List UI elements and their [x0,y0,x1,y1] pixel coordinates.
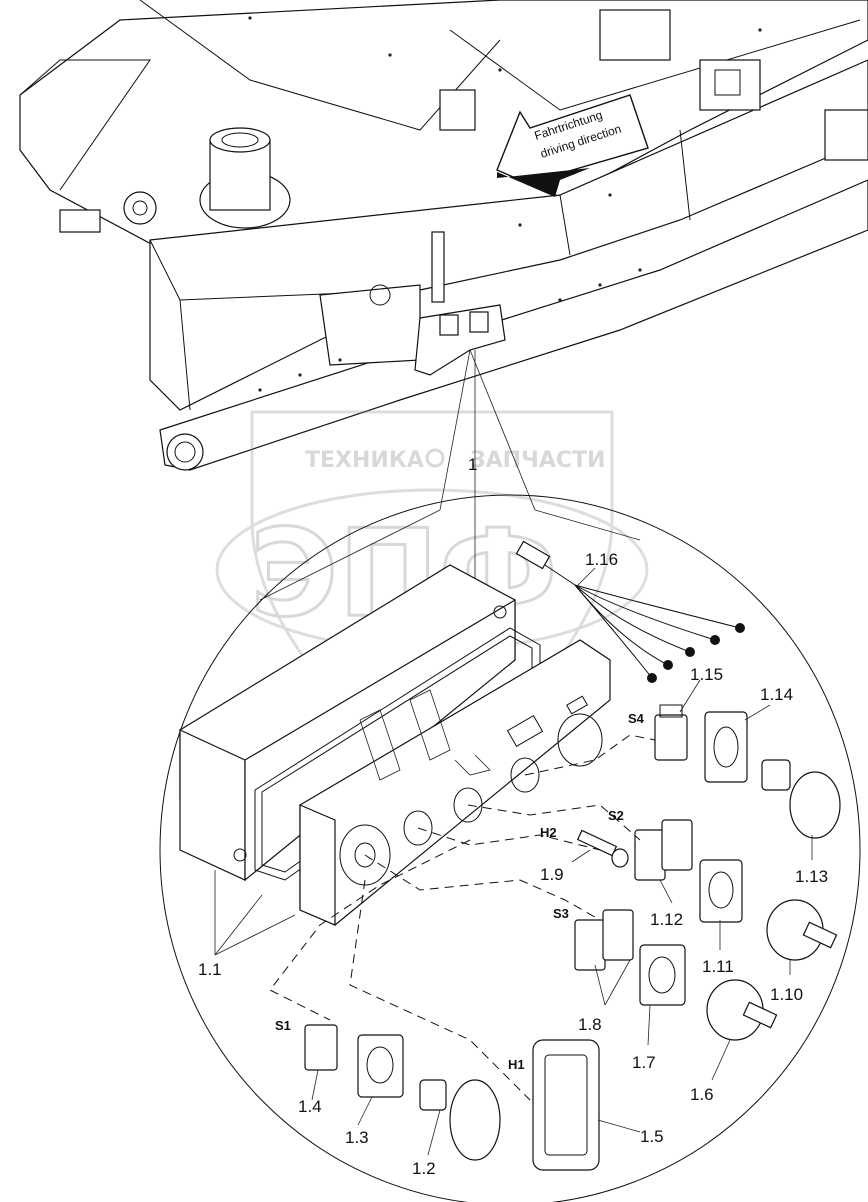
callout-labels: 1 1.16 1.15 1.14 1.13 1.12 1.11 1.10 1.9… [198,455,828,1178]
label-h1: H1 [508,1057,525,1072]
mounting-holder-1-3 [357,1034,404,1098]
label-s4: S4 [628,711,645,726]
callout-1-3: 1.3 [345,1128,369,1147]
contact-block-s4 [654,704,688,761]
mounting-holder-1-7 [639,944,686,1006]
control-panel-assembly [179,564,611,926]
label-h2: H2 [540,825,557,840]
callout-1-13: 1.13 [795,867,828,886]
contact-block-s3 [574,909,634,971]
callout-1-7: 1.7 [632,1053,656,1072]
callout-1-9: 1.9 [540,865,564,884]
callout-1-1: 1.1 [198,960,222,979]
machine-frame [19,0,868,471]
mounting-holder-1-11 [699,859,743,923]
selector-switch-1-6 [706,979,778,1041]
callout-1-10: 1.10 [770,985,803,1004]
callout-1-2: 1.2 [412,1159,436,1178]
callout-1-16: 1.16 [585,550,618,569]
callout-1-4: 1.4 [298,1097,322,1116]
mounting-holder-1-14 [704,711,748,783]
watermark-text-left: ТЕХНИКА [305,448,424,473]
gear-icon [425,448,445,468]
callout-1-5: 1.5 [640,1127,664,1146]
label-s3: S3 [553,906,569,921]
leader-lines [259,349,641,601]
label-s1: S1 [275,1018,291,1033]
emergency-stop-button-1-13 [761,759,841,839]
indicator-lamp-h1 [532,1039,600,1171]
cable-harness [515,540,745,683]
assembly-lines [269,734,656,1101]
detail-circle [159,494,861,1202]
label-s2: S2 [608,808,624,823]
emergency-stop-button-1-2 [419,1079,501,1161]
watermark-text-right: ЗАПЧАСТИ [470,448,605,473]
callout-1-11: 1.11 [702,957,734,976]
callout-1-14: 1.14 [760,685,793,704]
callout-1-12: 1.12 [650,910,683,929]
callout-leaders [214,567,813,1156]
callout-1: 1 [468,455,477,474]
contact-block-s1 [304,1024,338,1071]
selector-switch-1-10 [766,899,838,961]
callout-1-6: 1.6 [690,1085,714,1104]
callout-1-15: 1.15 [690,665,723,684]
indicator-lamp-h2 [576,829,629,868]
callout-1-8: 1.8 [578,1015,602,1034]
contact-block-s2 [634,819,693,881]
